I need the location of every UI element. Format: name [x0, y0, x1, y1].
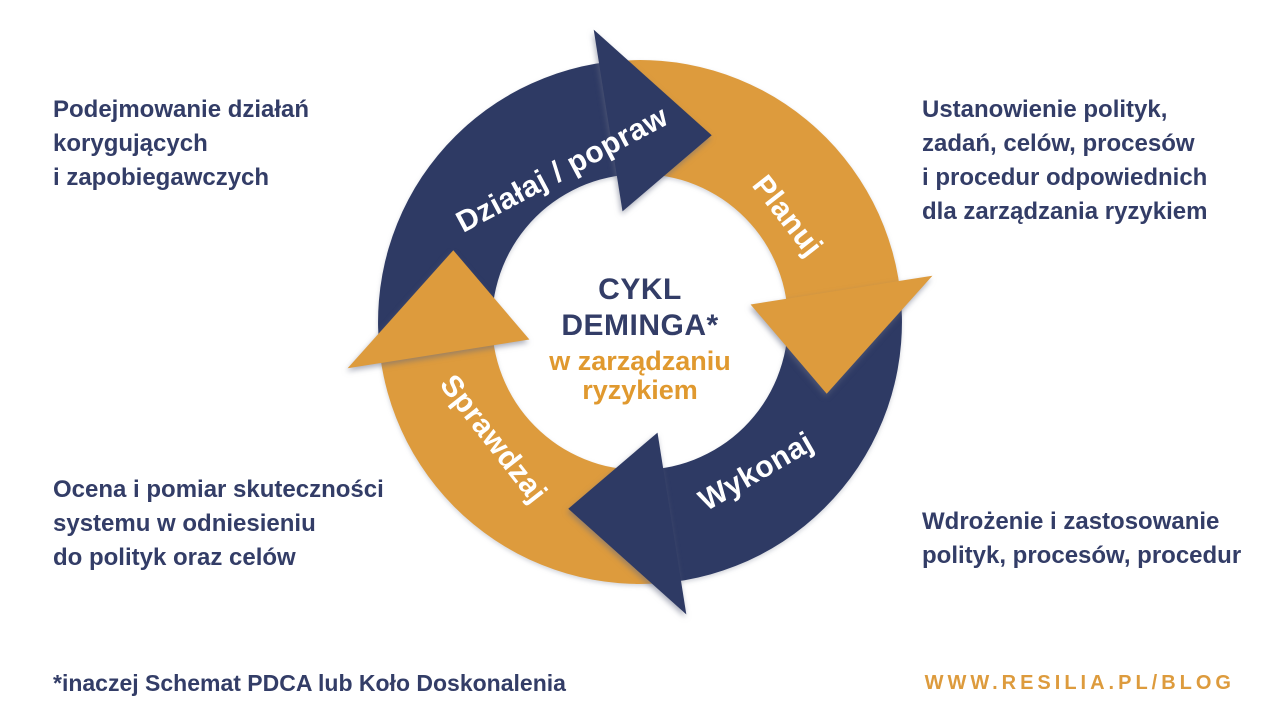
- segment-act-arrowhead: [593, 29, 712, 212]
- annotation-plan-line: dla zarządzania ryzykiem: [922, 198, 1208, 225]
- segment-check-arrowhead: [347, 250, 530, 369]
- annotation-check: Ocena i pomiar skuteczności systemu w od…: [53, 473, 384, 575]
- cycle-subtitle: w zarządzaniu ryzykiem: [440, 347, 840, 405]
- annotation-do-line: Wdrożenie i zastosowanie: [922, 508, 1220, 535]
- annotation-act-line: Podejmowanie działań: [53, 96, 310, 123]
- cycle-title: CYKL DEMINGA*: [440, 272, 840, 344]
- footnote-text: *inaczej Schemat PDCA lub Koło Doskonale…: [53, 670, 566, 696]
- annotation-plan-line: i procedur odpowiednich: [922, 164, 1208, 191]
- cycle-center-text: CYKL DEMINGA* w zarządzaniu ryzykiem: [440, 272, 840, 405]
- annotation-plan-line: Ustanowienie polityk,: [922, 96, 1168, 123]
- annotation-do-line: polityk, procesów, procedur: [922, 542, 1242, 569]
- segment-do-arrowhead: [568, 432, 687, 615]
- annotation-do: Wdrożenie i zastosowanie polityk, proces…: [922, 505, 1241, 573]
- annotation-act-line: i zapobiegawczych: [53, 164, 270, 191]
- cycle-title-line1: CYKL: [598, 273, 682, 306]
- segment-plan-arrowhead: [750, 275, 933, 394]
- annotation-plan: Ustanowienie polityk, zadań, celów, proc…: [922, 93, 1207, 229]
- cycle-title-line2: DEMINGA*: [561, 309, 719, 342]
- website-url: WWW.RESILIA.PL/BLOG: [924, 672, 1235, 694]
- cycle-subtitle-line1: w zarządzaniu: [549, 346, 731, 376]
- annotation-plan-line: zadań, celów, procesów: [922, 130, 1195, 157]
- annotation-check-line: systemu w odniesieniu: [53, 510, 316, 537]
- annotation-check-line: do polityk oraz celów: [53, 544, 296, 571]
- annotation-act-line: korygujących: [53, 130, 208, 157]
- annotation-act: Podejmowanie działań korygujących i zapo…: [53, 93, 309, 195]
- annotation-check-line: Ocena i pomiar skuteczności: [53, 476, 384, 503]
- cycle-subtitle-line2: ryzykiem: [582, 375, 698, 405]
